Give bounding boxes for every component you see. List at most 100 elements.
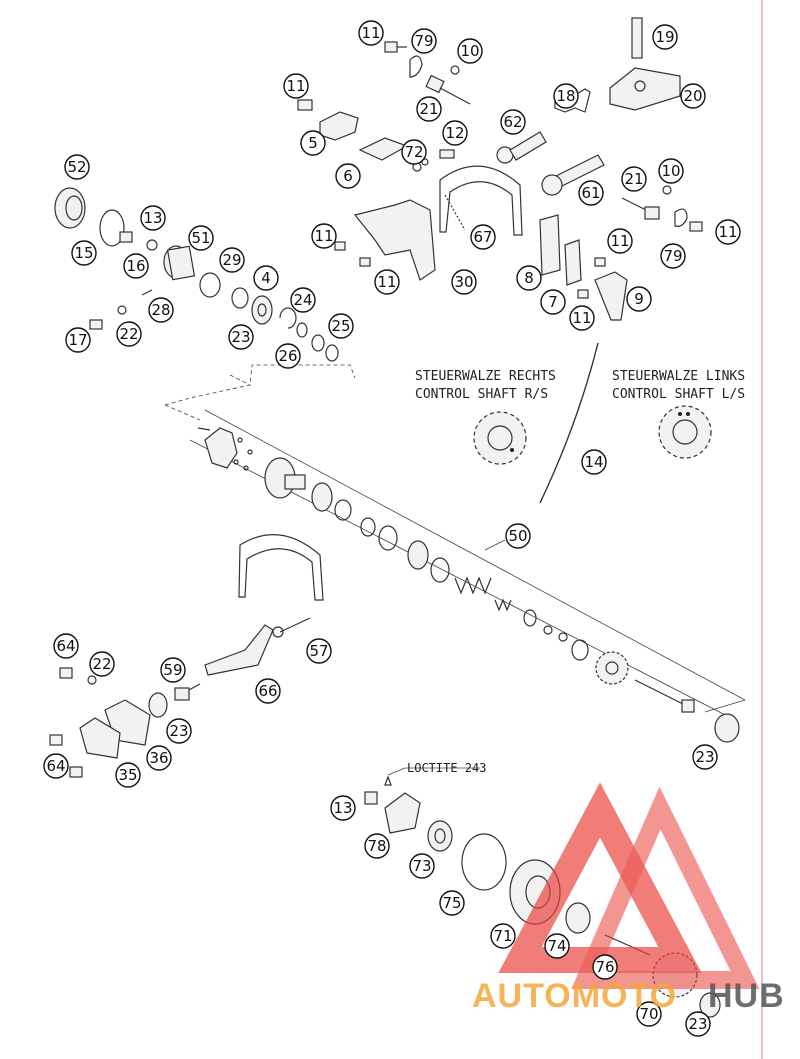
callout: 11 (311, 223, 337, 249)
svg-text:18: 18 (556, 87, 575, 105)
svg-text:23: 23 (169, 722, 188, 740)
callout: 78 (364, 833, 390, 859)
svg-text:16: 16 (126, 257, 145, 275)
svg-text:9: 9 (634, 290, 644, 308)
svg-text:24: 24 (293, 291, 312, 309)
callout: 8 (516, 265, 542, 291)
callout-group: 11 79 10 19 11 21 20 18 62 5 12 72 6 10 … (43, 20, 741, 1037)
svg-text:64: 64 (46, 757, 65, 775)
svg-text:21: 21 (624, 170, 643, 188)
svg-text:11: 11 (718, 223, 737, 241)
callout: 18 (553, 83, 579, 109)
svg-text:14: 14 (584, 453, 603, 471)
svg-text:62: 62 (503, 113, 522, 131)
callout: 25 (328, 313, 354, 339)
svg-text:11: 11 (610, 232, 629, 250)
callout: 4 (253, 265, 279, 291)
svg-text:13: 13 (143, 209, 162, 227)
control-shaft-right-sub: CONTROL SHAFT R/S (415, 387, 548, 402)
callout: 10 (457, 38, 483, 64)
callout: 15 (71, 240, 97, 266)
callout: 30 (451, 269, 477, 295)
svg-text:74: 74 (547, 937, 566, 955)
svg-text:19: 19 (655, 28, 674, 46)
callout: 19 (652, 24, 678, 50)
callout: 50 (505, 523, 531, 549)
svg-text:20: 20 (683, 87, 702, 105)
callout: 20 (680, 83, 706, 109)
svg-text:11: 11 (377, 273, 396, 291)
callout: 76 (592, 954, 618, 980)
watermark-text-primary: AUTOMOTO (472, 977, 677, 1015)
svg-text:25: 25 (331, 317, 350, 335)
callout: 52 (64, 154, 90, 180)
svg-text:11: 11 (286, 77, 305, 95)
callout: 26 (275, 343, 301, 369)
callout: 11 (715, 219, 741, 245)
watermark-text-secondary: HUB (708, 977, 785, 1015)
svg-text:79: 79 (414, 32, 433, 50)
svg-text:59: 59 (163, 661, 182, 679)
svg-text:30: 30 (454, 273, 473, 291)
svg-text:29: 29 (222, 251, 241, 269)
svg-text:73: 73 (412, 857, 431, 875)
callout: 11 (358, 20, 384, 46)
svg-text:75: 75 (442, 894, 461, 912)
callout: 14 (581, 449, 607, 475)
svg-text:35: 35 (118, 766, 137, 784)
callout: 73 (409, 853, 435, 879)
svg-text:15: 15 (74, 244, 93, 262)
callout: 12 (442, 120, 468, 146)
callout: 36 (146, 745, 172, 771)
left-parts (54, 187, 339, 362)
callout: 51 (188, 225, 214, 251)
callout: 10 (658, 158, 684, 184)
svg-text:57: 57 (309, 642, 328, 660)
svg-text:11: 11 (314, 227, 333, 245)
loctite-note: LOCTITE 243 (407, 761, 486, 775)
svg-text:61: 61 (581, 184, 600, 202)
svg-text:76: 76 (595, 958, 614, 976)
callout: 24 (290, 287, 316, 313)
callout: 29 (219, 247, 245, 273)
callout: 71 (490, 923, 516, 949)
callout: 6 (335, 163, 361, 189)
callout: 23 (166, 718, 192, 744)
callout: 74 (544, 933, 570, 959)
svg-text:28: 28 (151, 301, 170, 319)
callout: 23 (685, 1011, 711, 1037)
svg-text:71: 71 (493, 927, 512, 945)
callout: 23 (228, 324, 254, 350)
control-shaft-right-title: STEUERWALZE RECHTS (415, 369, 556, 384)
svg-text:10: 10 (460, 42, 479, 60)
callout: 64 (53, 633, 79, 659)
callout: 75 (439, 890, 465, 916)
callout: 72 (401, 139, 427, 165)
callout: 21 (416, 96, 442, 122)
callout: 62 (500, 109, 526, 135)
svg-text:51: 51 (191, 229, 210, 247)
svg-text:5: 5 (308, 134, 318, 152)
svg-text:8: 8 (524, 269, 534, 287)
callout: 79 (411, 28, 437, 54)
callout: 28 (148, 297, 174, 323)
callout: 70 (636, 1001, 662, 1027)
svg-text:11: 11 (361, 24, 380, 42)
svg-text:17: 17 (68, 331, 87, 349)
svg-text:22: 22 (119, 325, 138, 343)
callout: 7 (540, 289, 566, 315)
callout: 64 (43, 753, 69, 779)
callout: 23 (692, 744, 718, 770)
callout: 35 (115, 762, 141, 788)
callout: 11 (283, 73, 309, 99)
callout: 5 (300, 130, 326, 156)
svg-text:7: 7 (548, 293, 558, 311)
callout: 11 (607, 228, 633, 254)
callout: 22 (116, 321, 142, 347)
svg-text:50: 50 (508, 527, 527, 545)
svg-text:6: 6 (343, 167, 353, 185)
kick-parts (49, 534, 324, 778)
callout: 17 (65, 327, 91, 353)
